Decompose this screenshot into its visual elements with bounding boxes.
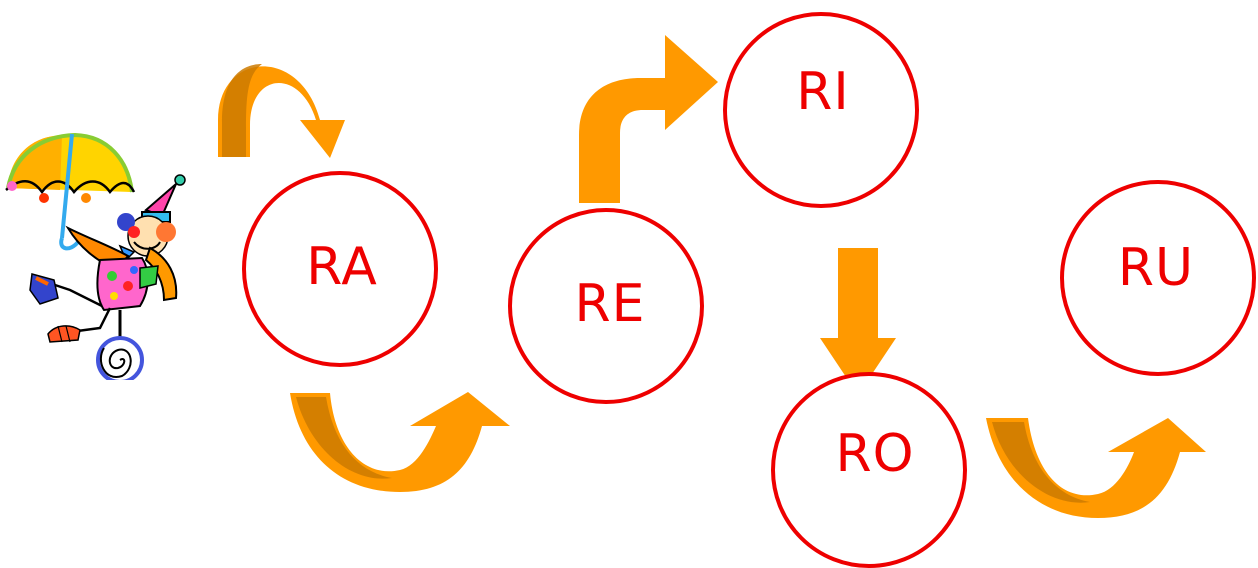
syllable-label-ro: RO: [835, 424, 915, 484]
down-arrow-ri-to-ro: [820, 248, 896, 395]
clown-head-icon: [117, 213, 176, 262]
unicycle-wheel-icon: [96, 310, 144, 380]
clown-body-icon: [65, 225, 178, 312]
umbrella-icon: [5, 132, 136, 251]
syllable-node-ro: RO: [771, 372, 967, 568]
syllable-label-ru: RU: [1117, 238, 1195, 298]
syllable-node-re: RE: [508, 208, 704, 404]
syllable-node-ri: RI: [723, 12, 919, 208]
syllable-node-ru: RU: [1060, 180, 1256, 376]
syllable-node-ra: RA: [242, 171, 438, 367]
clown-hat-icon: [141, 174, 186, 223]
clown-illustration: [5, 132, 186, 380]
bent-arrow-re-to-ri: [579, 35, 718, 203]
syllable-label-re: RE: [574, 274, 646, 334]
syllable-label-ri: RI: [796, 62, 850, 122]
u-arrow-ro-to-ru: [986, 418, 1206, 518]
curved-arrow-to-ra: [218, 64, 345, 158]
clown-legs-icon: [29, 273, 112, 343]
syllable-label-ra: RA: [306, 237, 378, 297]
u-arrow-ra-to-re: [290, 392, 510, 492]
